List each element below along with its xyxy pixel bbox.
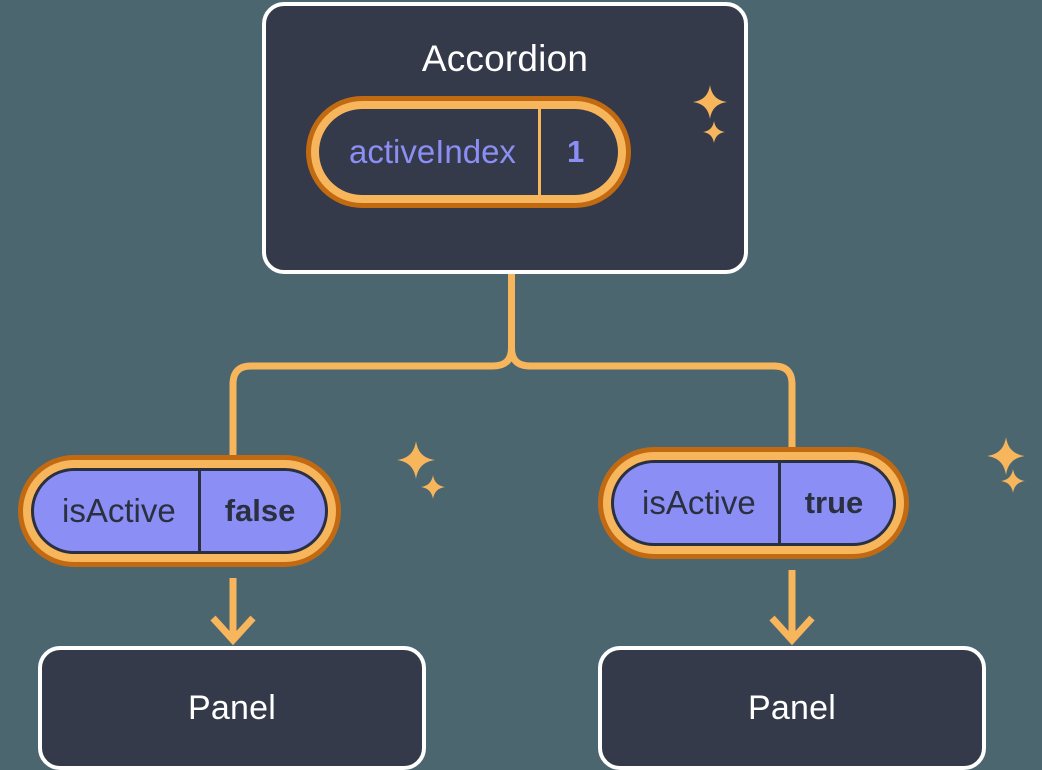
panel-card-right[interactable]: Panel	[598, 646, 986, 770]
badge-inner-ring: isActive false	[23, 460, 337, 562]
arrow-down-icon-left	[210, 578, 256, 646]
connector-right-branch	[508, 270, 796, 456]
state-badge-isactive-left[interactable]: isActive false	[18, 455, 342, 567]
panel-title: Panel	[748, 689, 836, 727]
badge-body: isActive true	[611, 460, 897, 546]
page-title: Accordion	[421, 38, 589, 79]
sparkle-four-point-small-icon	[420, 474, 446, 500]
badge-body: activeIndex 1	[319, 109, 619, 195]
panel-title: Panel	[188, 689, 276, 727]
sparkle-four-point-icon	[396, 440, 436, 480]
arrow-down-icon-right	[769, 570, 815, 646]
badge-inner-ring: isActive true	[603, 452, 905, 554]
badge-inner-ring: activeIndex 1	[311, 101, 627, 203]
badge-outer-ring: isActive true	[598, 447, 910, 559]
badge-outer-ring: isActive false	[18, 455, 342, 567]
badge-key: activeIndex	[319, 109, 541, 195]
state-badge-isactive-right[interactable]: isActive true	[598, 447, 910, 559]
badge-value: 1	[566, 134, 585, 169]
sparkle-four-point-small-icon	[1000, 468, 1026, 494]
badge-key: isActive	[34, 471, 201, 551]
connector-left-branch	[229, 270, 515, 464]
badge-body: isActive false	[31, 468, 329, 554]
badge-key: isActive	[614, 463, 781, 543]
badge-value: false	[224, 493, 296, 528]
panel-card-left[interactable]: Panel	[38, 646, 426, 770]
badge-value: true	[804, 485, 864, 520]
badge-outer-ring: activeIndex 1	[306, 96, 632, 208]
state-badge-activeindex[interactable]: activeIndex 1	[306, 96, 632, 208]
sparkle-four-point-icon	[986, 436, 1026, 476]
